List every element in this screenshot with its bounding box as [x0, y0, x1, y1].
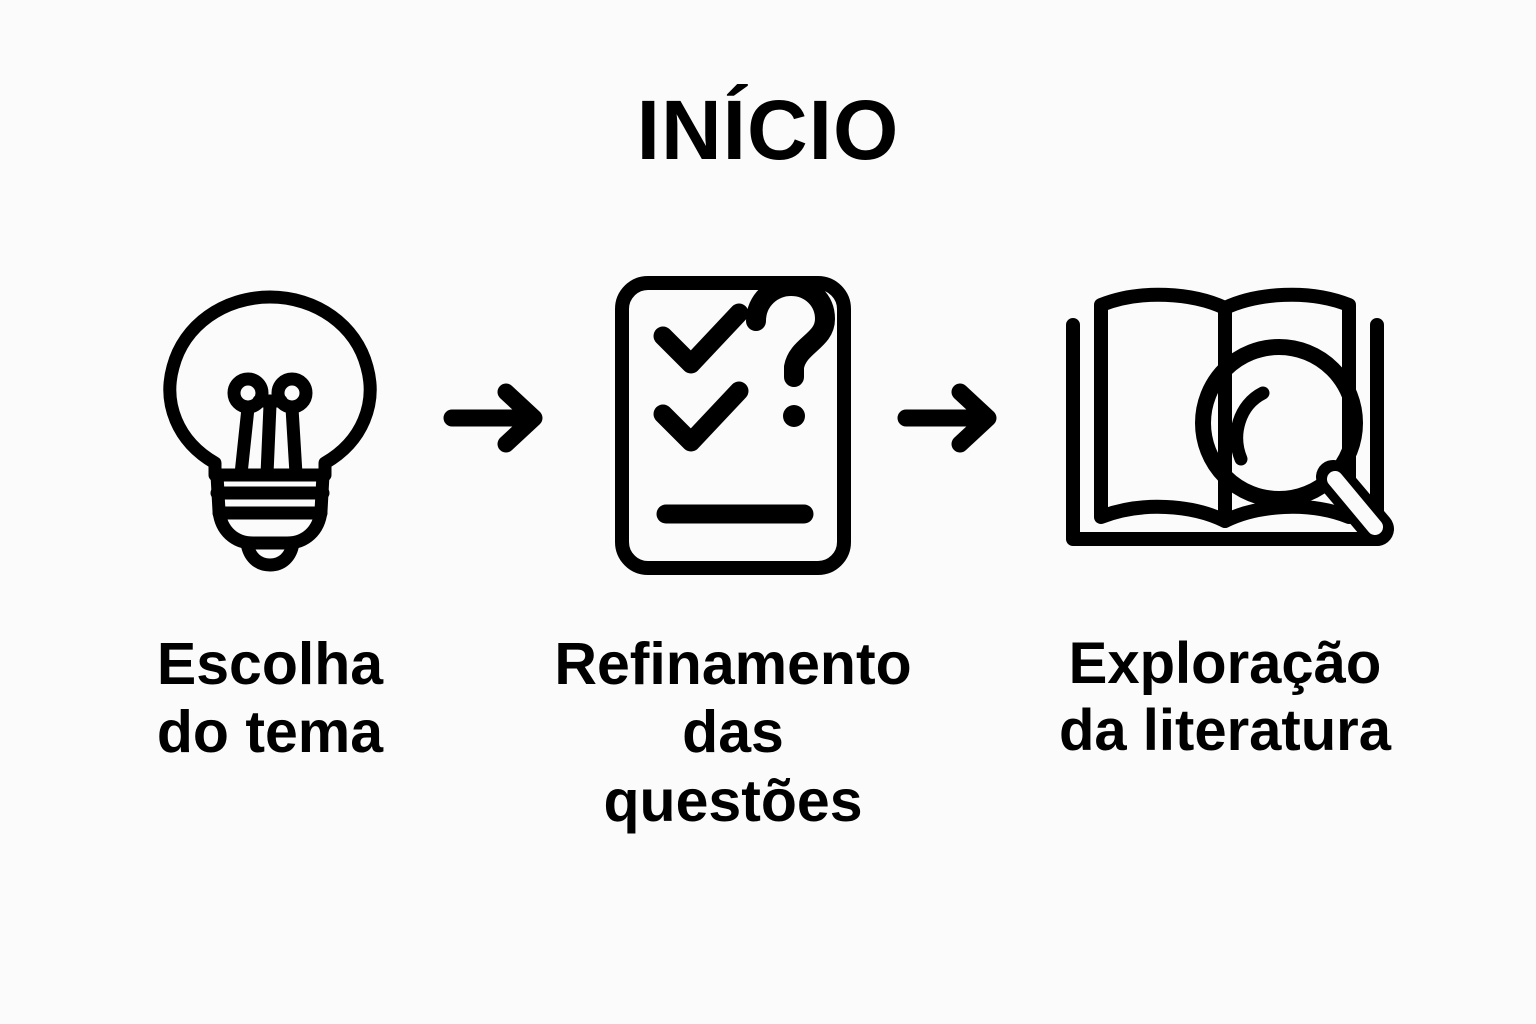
flow-step-exploracao-da-literatura: Exploração da literatura [1055, 270, 1395, 765]
flow-step-label-exploracao-da-literatura: Exploração da literatura [1059, 631, 1391, 764]
lightbulb-icon [155, 270, 385, 580]
flow-step-label-refinamento-das-questoes: Refinamento das questões [554, 631, 912, 834]
process-flow: Escolha do tema [0, 270, 1536, 834]
book-magnifier-icon [1055, 270, 1395, 580]
page-title: INÍCIO [636, 83, 900, 177]
checklist-question-document-icon [608, 270, 858, 580]
flow-step-label-escolha-do-tema: Escolha do tema [156, 631, 384, 766]
arrow-right-icon-2 [896, 378, 1006, 458]
arrow-right-icon-1 [442, 378, 552, 458]
flow-step-refinamento-das-questoes: Refinamento das questões [554, 270, 912, 835]
flow-step-escolha-do-tema: Escolha do tema [100, 270, 440, 767]
